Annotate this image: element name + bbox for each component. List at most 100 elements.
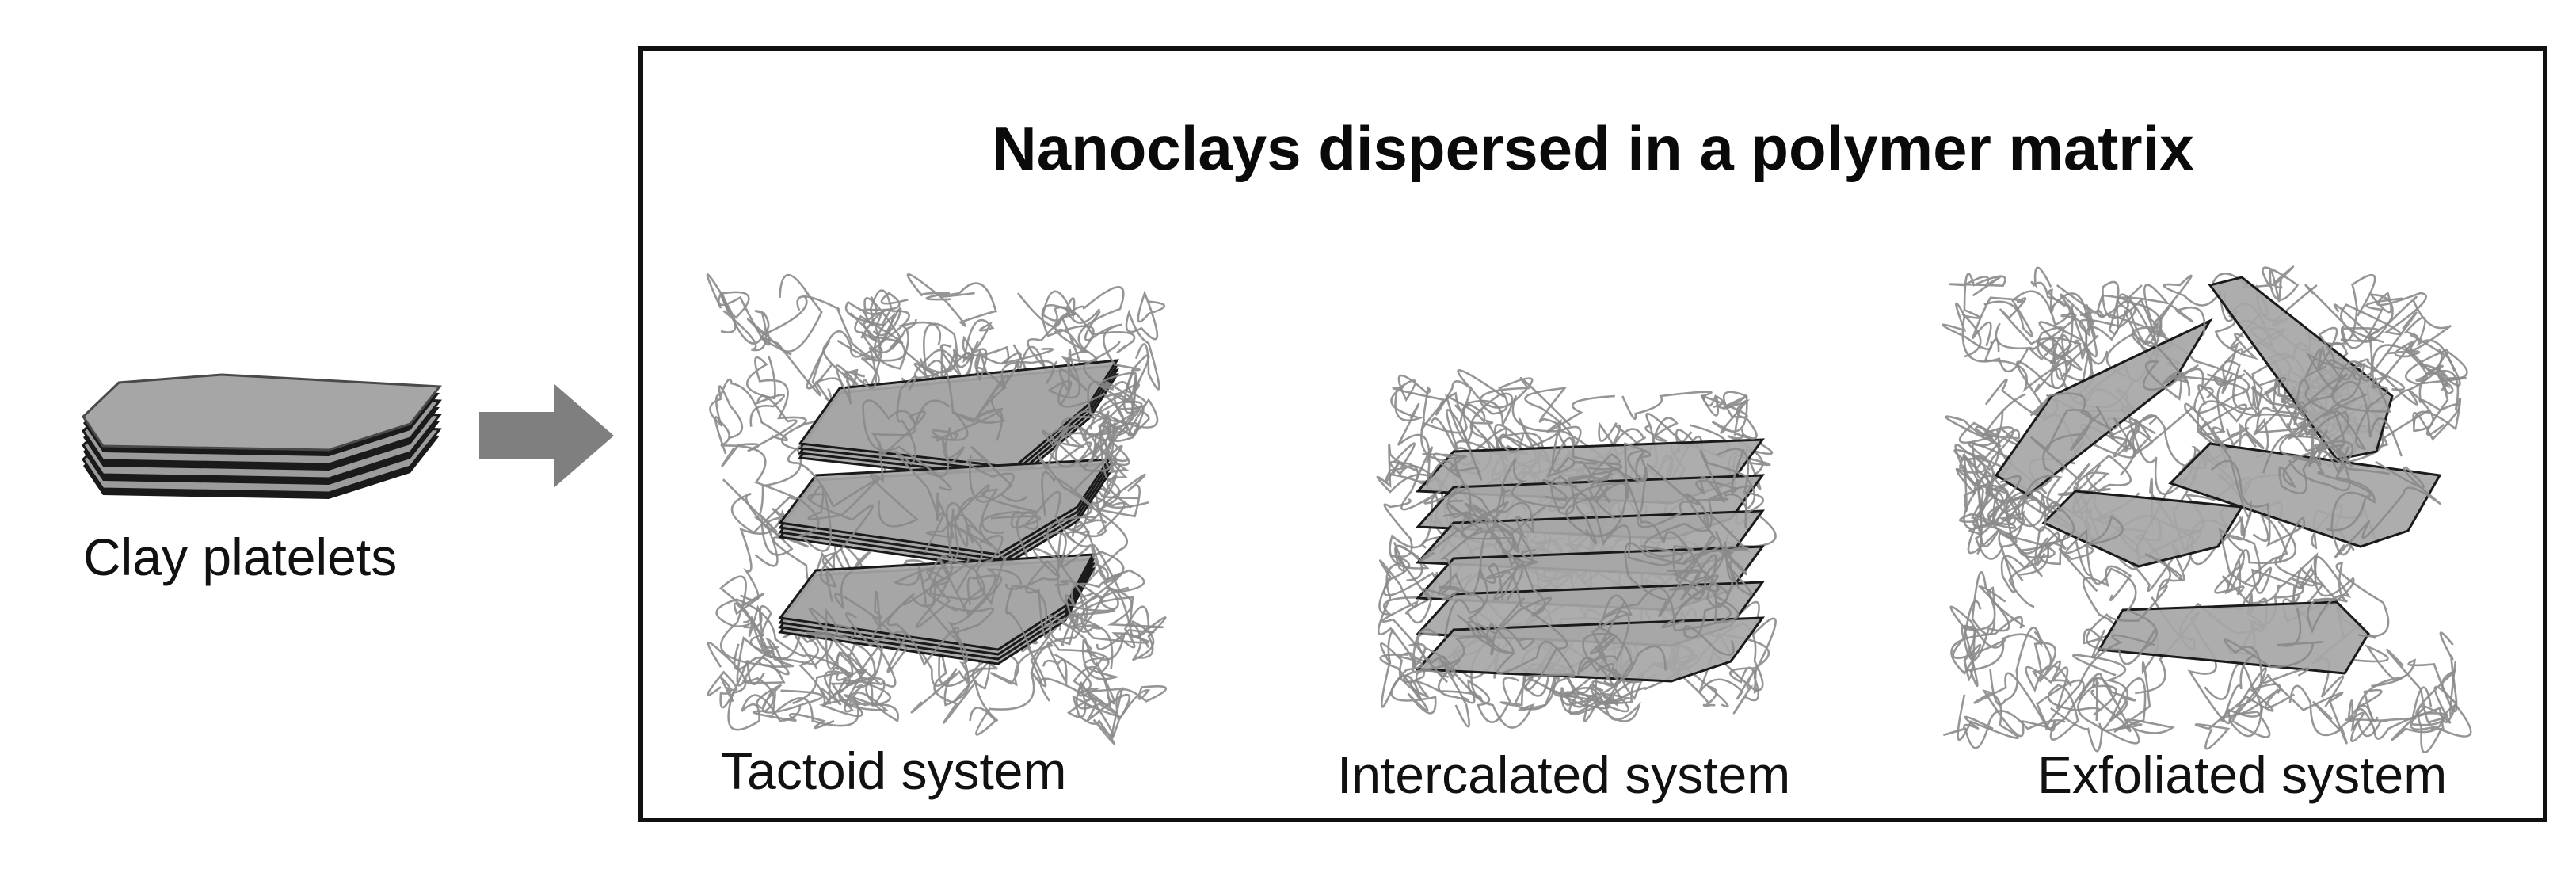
polymer-strand: [1695, 448, 1756, 511]
polymer-strand: [2223, 608, 2324, 708]
polymer-strand: [2219, 654, 2271, 738]
polymer-strand: [1672, 541, 1736, 632]
polymer-strand: [2345, 699, 2417, 743]
polymer-strand: [2102, 280, 2159, 378]
polymer-strand: [1046, 516, 1097, 606]
polymer-strand: [2025, 631, 2072, 710]
polymer-strand: [1046, 286, 1125, 405]
polymer-strand: [893, 565, 994, 642]
polymer-strand: [1005, 585, 1130, 654]
polymer-strand: [1621, 391, 1751, 434]
polymer-strand: [2320, 345, 2462, 433]
polymer-strand: [2058, 515, 2158, 651]
polymer-matrix-panel: [638, 46, 2547, 822]
polymer-strand: [1437, 502, 1489, 639]
polymer-strand: [906, 273, 997, 327]
polymer-strand: [1957, 672, 2049, 741]
polymer-strand: [818, 646, 883, 718]
polymer-strand: [1016, 490, 1092, 577]
polymer-strand: [1627, 450, 1717, 600]
polymer-strand: [1568, 587, 1685, 715]
polymer-strand: [2328, 297, 2418, 382]
polymer-strand: [2323, 344, 2443, 451]
polymer-strand: [915, 509, 970, 628]
polymer-strand: [2212, 514, 2325, 611]
polymer-strand: [1091, 398, 1159, 490]
polymer-strand: [1379, 627, 1441, 715]
polymer-strand: [707, 642, 802, 731]
polymer-strand: [2142, 299, 2231, 384]
polymer-strand: [1016, 292, 1098, 374]
polymer-strand: [1381, 660, 1509, 723]
polymer-strand: [1057, 371, 1136, 430]
polymer-strand: [2375, 364, 2460, 441]
polymer-strand: [969, 595, 1110, 736]
polymer-strand: [1998, 532, 2064, 594]
polymer-strand: [926, 407, 1004, 478]
polymer-strand: [951, 347, 1054, 424]
polymer-strand: [1949, 273, 2006, 358]
polymer-strand: [1690, 448, 1764, 528]
polymer-strand: [1574, 442, 1652, 544]
polymer-strand: [966, 446, 1028, 503]
polymer-strand: [1389, 409, 1480, 572]
polymer-strand: [1701, 391, 1758, 440]
polymer-strand: [707, 660, 765, 709]
polymer-strand: [1065, 368, 1147, 445]
polymer-strand: [1954, 443, 1987, 531]
polymer-strand: [709, 378, 788, 442]
polymer-strand: [2077, 636, 2175, 745]
panel-title: Nanoclays dispersed in a polymer matrix: [992, 113, 2194, 183]
system-label-exfoliated: Exfoliated system: [2037, 745, 2448, 804]
polymer-strand: [1546, 394, 1621, 484]
polymer-strand: [1456, 614, 1576, 675]
polymer-strand: [1403, 627, 1534, 699]
clay-platelet: [1994, 318, 2213, 497]
clay-platelet: [778, 458, 1111, 556]
polymer-strand: [2244, 398, 2328, 467]
polymer-strand: [2386, 648, 2456, 754]
polymer-strand: [1972, 426, 2033, 527]
polymer-strand: [2072, 654, 2136, 722]
polymer-strand: [806, 607, 865, 677]
polymer-strand: [2197, 360, 2258, 432]
polymer-strand: [2278, 445, 2376, 556]
clay-platelets-label: Clay platelets: [83, 528, 398, 586]
polymer-strand: [746, 273, 823, 353]
polymer-strand: [2048, 284, 2143, 337]
polymer-strand: [2222, 551, 2355, 615]
polymer-strand: [1004, 560, 1116, 705]
polymer-strand: [2352, 644, 2403, 722]
polymer-strand: [1042, 290, 1136, 354]
polymer-strand: [1983, 334, 2073, 393]
polymer-strand: [1968, 433, 2081, 560]
polymer-strand: [1039, 677, 1131, 722]
system-label-intercalated: Intercalated system: [1337, 745, 1791, 804]
polymer-strand: [2044, 634, 2155, 733]
polymer-strand: [952, 318, 1055, 390]
polymer-strand: [1423, 394, 1525, 454]
polymer-strand: [2124, 407, 2204, 470]
polymer-strand: [1949, 600, 2023, 675]
exfoliated-system: [1941, 265, 2472, 754]
polymer-strand: [2143, 360, 2214, 401]
polymer-strand: [1038, 341, 1143, 516]
polymer-strand: [1125, 290, 1166, 391]
polymer-strand: [1943, 710, 2066, 749]
polymer-strand: [1420, 377, 1572, 431]
polymer-strand: [1397, 402, 1467, 486]
polymer-strand: [1418, 506, 1545, 564]
polymer-strand: [796, 493, 875, 602]
clay-platelet-top: [82, 373, 442, 452]
polymer-strand: [862, 399, 952, 491]
polymer-strand: [834, 571, 908, 673]
polymer-strand: [981, 488, 1042, 534]
polymer-strand: [2038, 284, 2105, 390]
polymer-strand: [1111, 605, 1167, 659]
clay-platelet: [2097, 600, 2370, 675]
polymer-strand: [1972, 482, 2100, 544]
polymer-strand: [1500, 458, 1684, 566]
polymer-strand: [1054, 580, 1155, 661]
polymer-strand: [2003, 475, 2075, 582]
